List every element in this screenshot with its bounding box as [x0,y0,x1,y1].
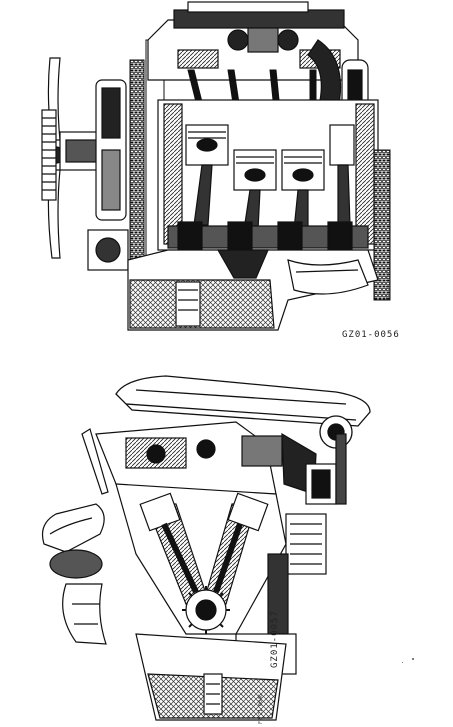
figure-reference-code: F2 21 0046 [258,693,264,724]
figure-caption: GZ01-0057 [270,610,280,668]
engine-side-cutaway-illustration [41,1,391,331]
figure-caption: GZ01-0056 [342,330,400,340]
figure-reference-code: F2 21 0045 [386,269,392,300]
scan-speck [402,662,403,663]
engine-front-cutaway-illustration [41,375,371,721]
scan-speck [412,658,414,660]
fan [41,57,65,259]
